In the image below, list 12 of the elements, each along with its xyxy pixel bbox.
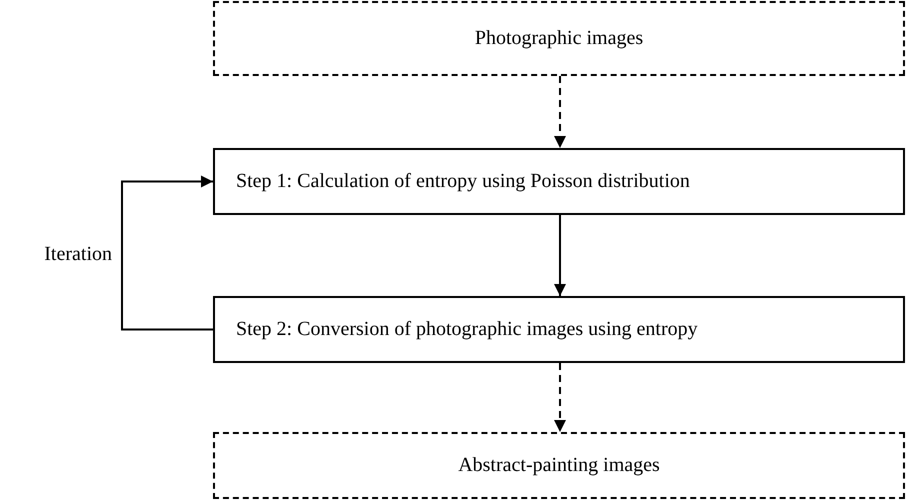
box-text: Step 2: Conversion of photographic images using entropy: [236, 318, 698, 341]
arrow: [121, 176, 213, 330]
data-box: [213, 432, 905, 499]
arrow: [554, 76, 566, 148]
box-text: Step 1: Calculation of entropy using Poisson distribution: [236, 170, 690, 193]
arrow: [554, 215, 566, 296]
process-box: [213, 148, 905, 215]
process-box: [213, 296, 905, 363]
arrow: [554, 363, 566, 432]
box-text: Photographic images: [474, 27, 644, 50]
box-text: Abstract-painting images: [458, 454, 660, 477]
data-box: [213, 1, 905, 76]
